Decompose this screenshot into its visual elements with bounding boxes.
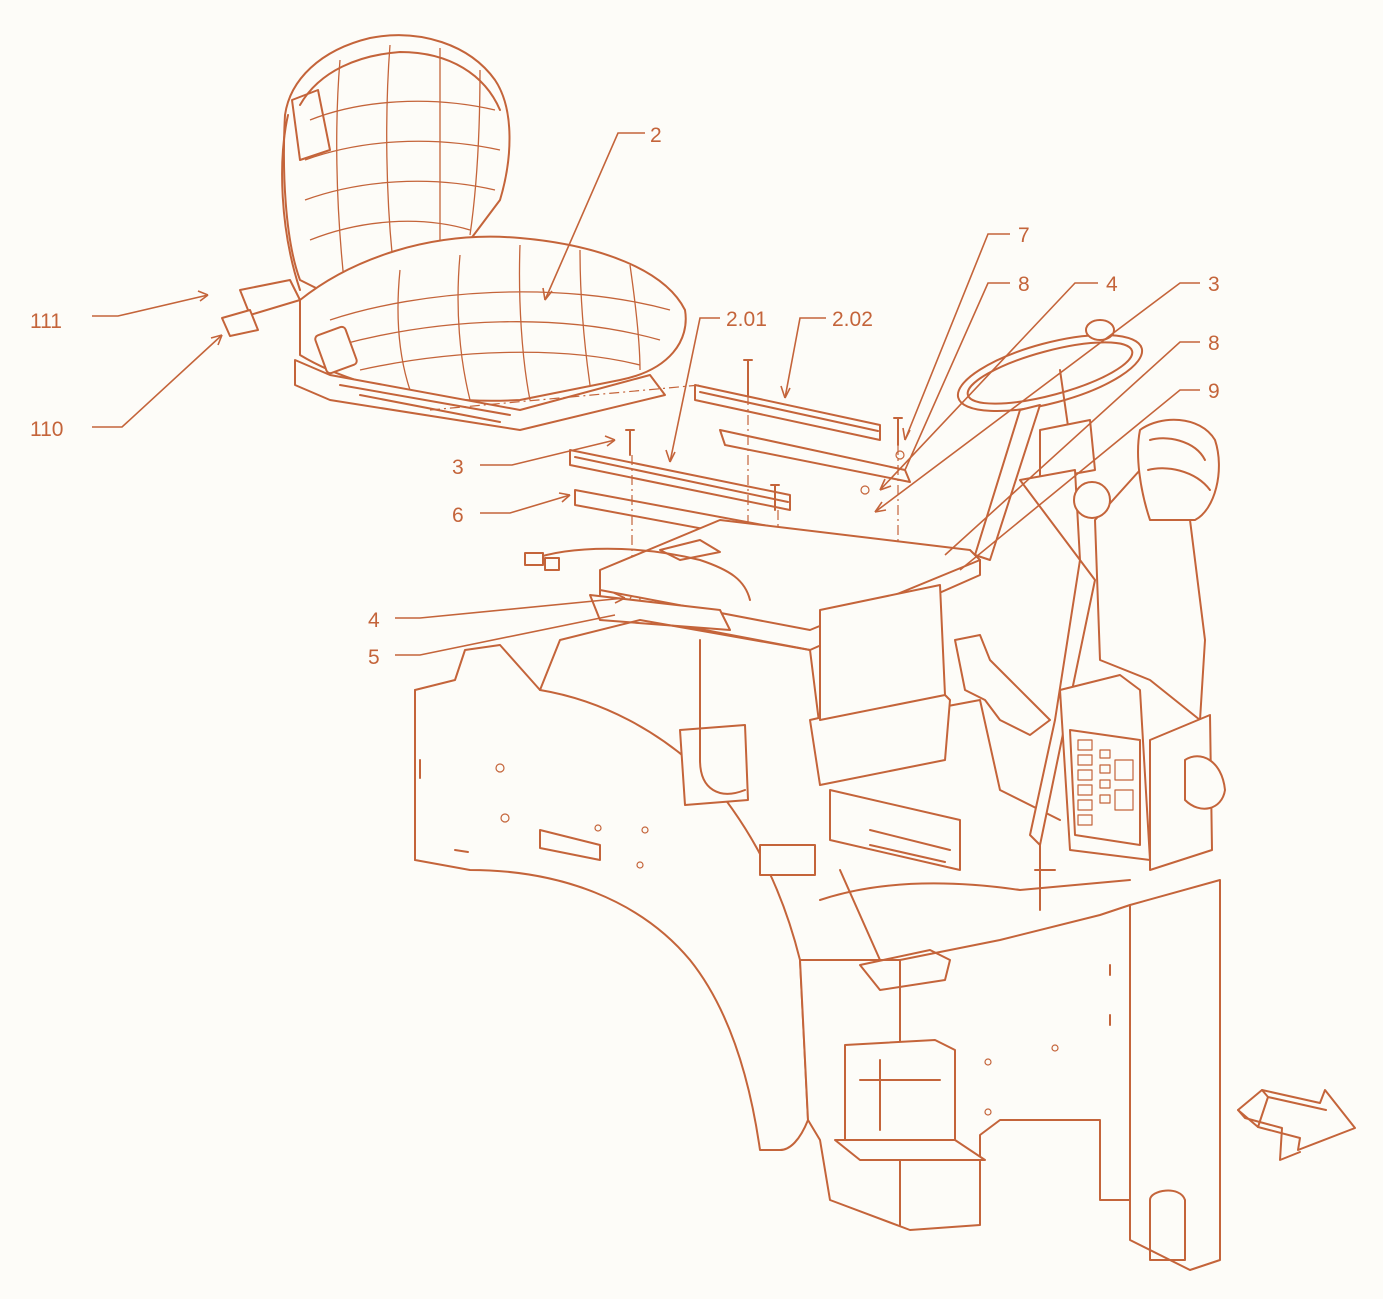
callout-9: 9 — [1208, 380, 1220, 403]
callout-7: 7 — [1018, 224, 1030, 247]
callout-8-lower: 8 — [1208, 332, 1220, 355]
callout-2-01: 2.01 — [726, 308, 767, 331]
callout-8-upper: 8 — [1018, 273, 1030, 296]
callout-3-right: 3 — [1208, 273, 1220, 296]
seat-mounting-plate — [524, 519, 981, 651]
direction-arrow — [1237, 1089, 1356, 1161]
steering-column — [956, 319, 1226, 911]
callout-4-left: 4 — [368, 609, 380, 632]
callout-3-left: 3 — [452, 456, 464, 479]
callout-111: 111 — [30, 310, 62, 333]
operator-seat — [221, 34, 687, 431]
callout-110: 110 — [30, 418, 63, 441]
callout-6: 6 — [452, 504, 464, 527]
machine-frame — [414, 584, 1221, 1271]
callout-5: 5 — [368, 646, 380, 669]
leader-lines — [92, 132, 1200, 656]
callout-2-02: 2.02 — [832, 308, 873, 331]
callout-2: 2 — [650, 124, 662, 147]
callout-labels: 111 110 2 2.01 2.02 3 6 4 5 7 8 4 3 8 9 — [30, 124, 1220, 669]
callout-4-right: 4 — [1106, 273, 1118, 296]
